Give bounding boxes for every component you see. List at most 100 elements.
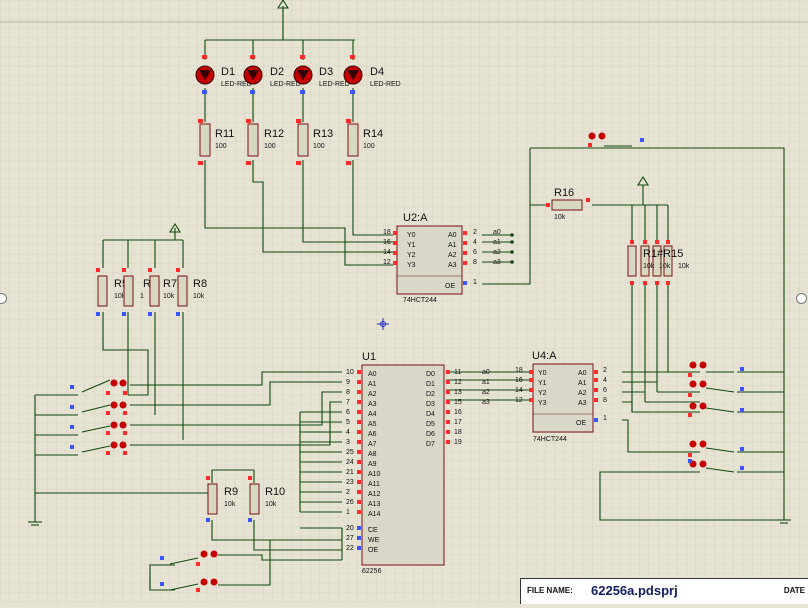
u1-a1: A1 <box>368 381 377 388</box>
u1-a4: A4 <box>368 411 377 418</box>
switch-right-1[interactable] <box>688 361 744 378</box>
resize-handle-right[interactable] <box>796 293 807 304</box>
u1-d0: D0 <box>426 371 435 378</box>
led-d3[interactable]: D3 LED-RED <box>293 55 350 94</box>
u4-y1: Y1 <box>538 380 547 387</box>
resistor-r13-value: 100 <box>313 143 325 150</box>
resistor-r7[interactable]: R7 10k <box>148 268 177 316</box>
u1-addr-pin-2: 2 <box>346 489 350 496</box>
u1-ctrl-pin-marker <box>357 526 361 530</box>
u2-y2: Y2 <box>407 252 416 259</box>
u1-a3: A3 <box>368 401 377 408</box>
u1-addr-pin-marker <box>357 460 361 464</box>
resistor-r10-ref: R10 <box>265 486 285 498</box>
u2-net-a0: a0 <box>493 229 501 236</box>
switch-bottom-1[interactable] <box>160 550 218 567</box>
switch-left-1[interactable] <box>70 379 127 396</box>
switch-top-right[interactable] <box>588 132 644 148</box>
u1-addr-pin-25: 25 <box>346 449 354 456</box>
resize-handle-left[interactable] <box>0 293 7 304</box>
u2-pin-16: 16 <box>383 239 391 246</box>
u1-data-pin-16: 16 <box>454 409 462 416</box>
ic-u4-ref: U4:A <box>532 350 557 362</box>
led-d1[interactable]: D1 LED-RED <box>195 55 252 94</box>
u2-pin-12: 12 <box>383 259 391 266</box>
resistor-r9[interactable]: R9 10k <box>206 476 238 522</box>
resistor-pack-value-1: 10k <box>643 263 655 270</box>
ground-symbol-right <box>777 519 791 524</box>
file-name-value: 62256a.pdsprj <box>591 583 678 598</box>
u1-addr-pin-marker <box>357 400 361 404</box>
wires <box>34 6 785 591</box>
u1-d4: D4 <box>426 411 435 418</box>
u4-a0: A0 <box>578 370 587 377</box>
u1-addr-pin-9: 9 <box>346 379 350 386</box>
led-d4[interactable]: D4 LED-RED <box>343 55 401 94</box>
u1-we: WE <box>368 537 380 544</box>
u1-addr-pin-8: 8 <box>346 389 350 396</box>
u1-ctrl-pin-27: 27 <box>346 535 354 542</box>
switch-right-4[interactable] <box>688 440 744 458</box>
resistor-r13[interactable]: R13 100 <box>296 119 333 165</box>
resistor-r6-ref-partial: R <box>143 278 151 290</box>
u1-addr-pin-6: 6 <box>346 409 350 416</box>
led-d2-ref: D2 <box>270 66 284 78</box>
resistor-r10[interactable]: R10 10k <box>248 476 285 522</box>
u1-data-pin-19: 19 <box>454 439 462 446</box>
u1-d6: D6 <box>426 431 435 438</box>
u1-addr-pin-marker <box>357 450 361 454</box>
u1-net-a1: a1 <box>482 379 490 386</box>
switch-left-2[interactable] <box>70 401 127 416</box>
switch-bottom-2[interactable] <box>160 578 218 593</box>
u4-oe: OE <box>576 420 586 427</box>
resistor-r11-value: 100 <box>215 143 227 150</box>
u2-pin-14: 14 <box>383 249 391 256</box>
u1-a2: A2 <box>368 391 377 398</box>
resistor-r8[interactable]: R8 10k <box>176 268 207 316</box>
resistor-pack-right[interactable]: R1#R15 10k 10k 10k <box>627 240 690 285</box>
switch-left-3[interactable] <box>70 421 127 436</box>
led-d1-type: LED-RED <box>221 81 252 88</box>
switch-left-4[interactable] <box>70 441 127 456</box>
u4-y0: Y0 <box>538 370 547 377</box>
switch-right-2[interactable] <box>688 380 744 398</box>
u2-pin-1: 1 <box>473 279 477 286</box>
led-d1-ref: D1 <box>221 66 235 78</box>
u4-pin-16: 16 <box>515 377 523 384</box>
resistor-r12-ref: R12 <box>264 128 284 140</box>
u1-addr-pin-marker <box>357 430 361 434</box>
u1-addr-pin-4: 4 <box>346 429 350 436</box>
u1-addr-pin-24: 24 <box>346 459 354 466</box>
u1-d7: D7 <box>426 441 435 448</box>
resistor-r16[interactable]: R16 10k <box>546 187 590 221</box>
u1-data-pin-17: 17 <box>454 419 462 426</box>
switch-right-5[interactable] <box>688 459 744 473</box>
u1-a10: A10 <box>368 471 381 478</box>
resistor-r6[interactable]: R 1 <box>122 268 151 316</box>
resistor-r14-ref: R14 <box>363 128 383 140</box>
resistor-pack-value-3: 10k <box>678 263 690 270</box>
u1-data-pin-marker <box>446 400 450 404</box>
ic-u4[interactable]: U4:A 74HCT244 18 16 14 12 Y0 Y1 Y2 Y3 A0… <box>515 350 607 443</box>
resistor-r11[interactable]: R11 100 <box>198 119 234 165</box>
resistor-r14[interactable]: R14 100 <box>346 119 383 165</box>
ic-u2[interactable]: U2:A 74HCT244 18 16 14 12 Y0 Y1 Y2 Y3 A0… <box>383 212 514 304</box>
u2-pin-6: 6 <box>473 249 477 256</box>
u1-data-pin-marker <box>446 420 450 424</box>
resistor-r7-ref: R7 <box>163 278 177 290</box>
u1-data-pin-marker <box>446 440 450 444</box>
u2-y0: Y0 <box>407 232 416 239</box>
ic-u1-ref: U1 <box>362 351 376 363</box>
led-d2[interactable]: D2 LED-RED <box>243 55 301 94</box>
u4-a2: A2 <box>578 390 587 397</box>
u2-net-a2: a2 <box>493 249 501 256</box>
u1-oe: OE <box>368 547 378 554</box>
led-d2-type: LED-RED <box>270 81 301 88</box>
u1-ctrl-pin-22: 22 <box>346 545 354 552</box>
switch-right-3[interactable] <box>688 402 744 418</box>
u1-data-pin-marker <box>446 390 450 394</box>
resistor-r10-value: 10k <box>265 501 277 508</box>
resistor-r12[interactable]: R12 100 <box>246 119 284 165</box>
